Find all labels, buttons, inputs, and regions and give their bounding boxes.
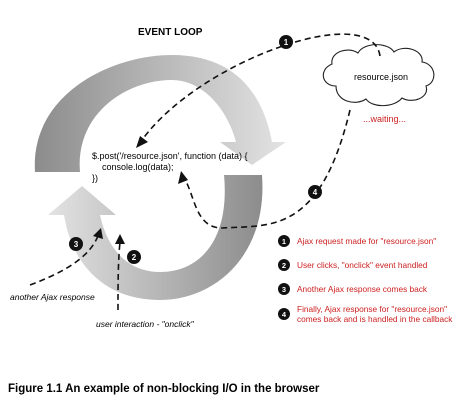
code-line-3: })	[92, 173, 98, 183]
request-arrowhead	[136, 136, 148, 148]
svg-text:1: 1	[284, 38, 289, 47]
marker-3: 3	[69, 237, 83, 251]
legend-item-3: 3 Another Ajax response comes back	[278, 283, 428, 295]
legend-item-4: 4 Finally, Ajax response for "resource.j…	[278, 304, 453, 324]
svg-text:3: 3	[74, 240, 79, 249]
svg-text:4: 4	[313, 188, 318, 197]
marker-1: 1	[279, 35, 293, 49]
svg-text:comes back and is handled in t: comes back and is handled in the callbac…	[297, 314, 453, 324]
event-loop-upper-arrow	[34, 55, 286, 172]
request-dashed-arrow	[141, 33, 381, 141]
legend-item-2: 2 User clicks, "onclick" event handled	[278, 259, 428, 271]
ajax-dashed-arrow	[29, 235, 99, 286]
user-arrowhead	[115, 234, 125, 244]
response-arrowhead	[178, 171, 188, 184]
svg-text:3: 3	[282, 285, 286, 294]
svg-text:Finally, Ajax response for "re: Finally, Ajax response for "resource.jso…	[297, 304, 447, 314]
resource-cloud-shape	[322, 44, 435, 107]
figure-caption: Figure 1.1 An example of non-blocking I/…	[8, 383, 320, 395]
response-dashed-arrow	[183, 109, 351, 229]
svg-text:2: 2	[282, 261, 286, 270]
marker-2: 2	[127, 250, 141, 264]
user-dashed-arrow	[117, 241, 121, 311]
code-line-2: console.log(data);	[102, 162, 174, 172]
code-line-1: $.post('/resource.json', function (data)…	[92, 151, 248, 161]
svg-text:2: 2	[132, 253, 137, 262]
annotation-ajax-response: another Ajax response	[10, 292, 95, 302]
annotation-user-interaction: user interaction - "onclick"	[96, 319, 195, 329]
ajax-arrowhead	[93, 228, 103, 239]
event-loop-title: EVENT LOOP	[138, 27, 203, 38]
marker-4: 4	[308, 185, 322, 199]
svg-text:Ajax request made for "resourc: Ajax request made for "resource.json"	[297, 236, 436, 246]
svg-text:1: 1	[282, 237, 286, 246]
legend-item-1: 1 Ajax request made for "resource.json"	[278, 235, 436, 247]
svg-text:User clicks, "onclick" event h: User clicks, "onclick" event handled	[297, 260, 428, 270]
cloud-label: resource.json	[354, 72, 408, 82]
waiting-label: ...waiting...	[363, 114, 406, 124]
svg-text:Another Ajax response comes ba: Another Ajax response comes back	[297, 284, 428, 294]
svg-text:4: 4	[282, 310, 287, 319]
event-loop-lower-arrow	[48, 175, 263, 300]
